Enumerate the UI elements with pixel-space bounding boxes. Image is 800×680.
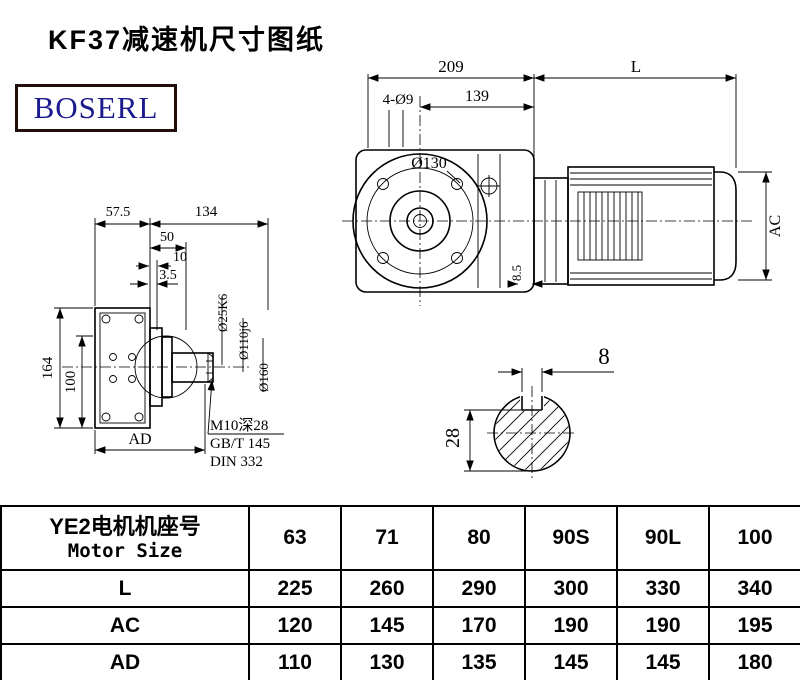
motor-end-cap — [714, 171, 737, 281]
dim-value-cell: 225 — [248, 569, 342, 608]
table-row-L: L 225 260 290 300 330 340 — [0, 569, 800, 608]
dim-value-cell: 170 — [432, 606, 526, 645]
dim-value-cell: 110 — [248, 643, 342, 680]
dim-57-5: 57.5 — [106, 205, 131, 220]
motor — [567, 166, 737, 286]
size-col-header: 80 — [432, 505, 526, 571]
dim-value-cell: 340 — [708, 569, 800, 608]
size-col-header: 63 — [248, 505, 342, 571]
dim-key-width: 8 — [598, 344, 610, 369]
dim-value-cell: 145 — [524, 643, 618, 680]
dim-value-cell: 260 — [340, 569, 434, 608]
dim-100: 100 — [63, 371, 79, 394]
dim-3-5: 3.5 — [159, 268, 177, 283]
table-row-AD: AD 110 130 135 145 145 180 — [0, 643, 800, 680]
dim-50: 50 — [160, 230, 174, 245]
note-gb-standard: GB/T 145 — [210, 436, 270, 452]
dim-value-cell: 145 — [340, 606, 434, 645]
dim-row-label: L — [0, 569, 250, 608]
size-col-header: 90L — [616, 505, 710, 571]
dim-value-cell: 300 — [524, 569, 618, 608]
motor-size-header-cn: YE2电机机座号 — [49, 513, 201, 539]
table-row-AC: AC 120 145 170 190 190 195 — [0, 606, 800, 645]
output-shaft — [171, 352, 214, 383]
dim-L: L — [631, 57, 641, 76]
dim-134: 134 — [195, 204, 218, 220]
dim-key-depth: 28 — [442, 428, 464, 448]
dim-4-holes: 4-Ø9 — [383, 92, 414, 108]
note-tapped-hole: M10深28 — [210, 417, 268, 434]
note-din-standard: DIN 332 — [210, 454, 263, 470]
motor-adapter — [533, 177, 569, 285]
side-view: 164 100 57.5 134 50 10 3.5 AD — [40, 204, 284, 470]
dim-value-cell: 190 — [616, 606, 710, 645]
dim-row-label: AC — [0, 606, 250, 645]
side-view-dimensions: 164 100 57.5 134 50 10 3.5 AD — [40, 204, 284, 470]
dim-value-cell: 290 — [432, 569, 526, 608]
dim-value-cell: 190 — [524, 606, 618, 645]
dim-slot-8-5: 8.5 — [509, 265, 524, 281]
mounting-hole — [478, 175, 500, 197]
page-title: KF37减速机尺寸图纸 — [48, 25, 326, 55]
brand-logo: BOSERL — [15, 84, 177, 132]
motor-size-header-en: Motor Size — [67, 540, 183, 563]
dim-value-cell: 195 — [708, 606, 800, 645]
shaft-section: 8 28 — [442, 344, 614, 480]
shaft-section-dimensions: 8 28 — [442, 344, 614, 472]
dim-spigot-diameter: Ø110j6 — [236, 321, 251, 360]
motor-size-header: YE2电机机座号 Motor Size — [0, 505, 250, 571]
dim-shaft-diameter: Ø25K6 — [215, 293, 230, 332]
dim-value-cell: 135 — [432, 643, 526, 680]
size-col-header: 100 — [708, 505, 800, 571]
dim-value-cell: 145 — [616, 643, 710, 680]
technical-drawing: 209 L 139 4-Ø9 Ø130 8.5 AC — [40, 57, 784, 480]
dim-row-label: AD — [0, 643, 250, 680]
dim-value-cell: 130 — [340, 643, 434, 680]
housing-square — [94, 307, 151, 429]
dim-value-cell: 180 — [708, 643, 800, 680]
size-col-header: 90S — [524, 505, 618, 571]
dim-bolt-circle: Ø130 — [411, 155, 447, 172]
table-header-row: YE2电机机座号 Motor Size 63 71 80 90S 90L 100 — [0, 505, 800, 571]
dim-209: 209 — [438, 57, 464, 76]
dim-value-cell: 120 — [248, 606, 342, 645]
dim-value-cell: 330 — [616, 569, 710, 608]
dim-139: 139 — [465, 88, 489, 105]
dim-flange-diameter: Ø160 — [256, 363, 271, 392]
front-view: 209 L 139 4-Ø9 Ø130 8.5 AC — [342, 57, 784, 306]
front-view-dimensions: 209 L 139 4-Ø9 Ø130 8.5 AC — [367, 57, 784, 288]
dim-10: 10 — [173, 250, 187, 265]
motor-size-table: YE2电机机座号 Motor Size 63 71 80 90S 90L 100… — [0, 505, 800, 680]
dim-164: 164 — [40, 356, 56, 379]
dim-AC: AC — [767, 215, 784, 237]
dim-AD: AD — [128, 431, 151, 448]
size-col-header: 71 — [340, 505, 434, 571]
